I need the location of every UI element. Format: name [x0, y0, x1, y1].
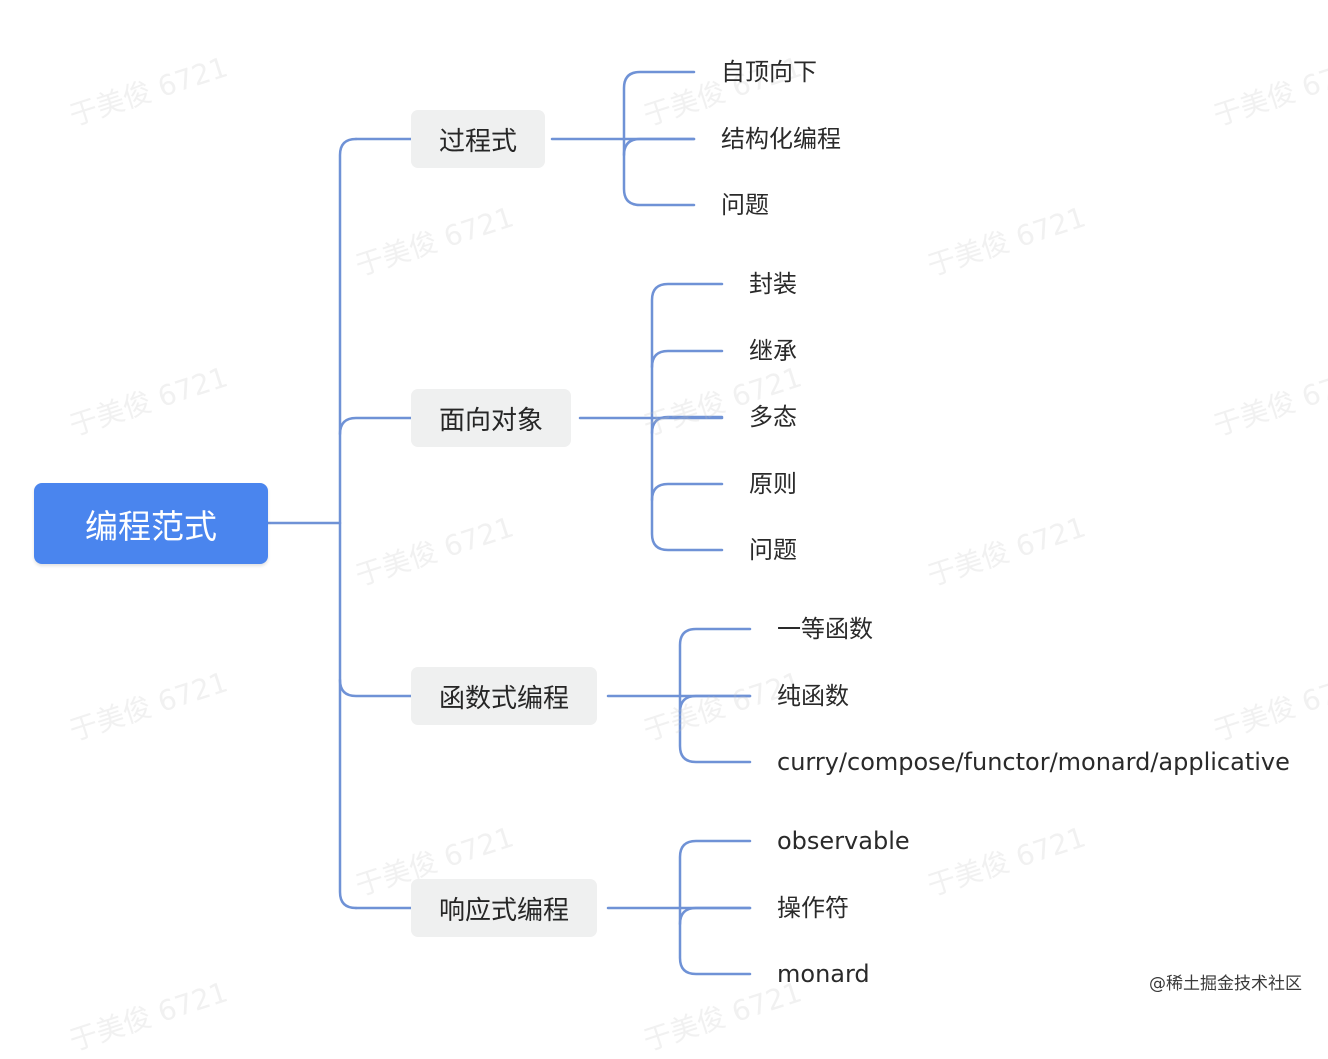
trunk-to-branch-2 — [338, 678, 413, 698]
branch-3-leaf-1-connector — [678, 906, 752, 926]
leaf-pure-functions[interactable]: 纯函数 — [777, 682, 849, 710]
leaf-first-class-functions[interactable]: 一等函数 — [777, 615, 873, 643]
branch-1-leaf-2-connector — [650, 415, 724, 435]
leaf-procedural-problems[interactable]: 问题 — [721, 191, 769, 219]
site-credit: @稀土掘金技术社区 — [1149, 974, 1302, 994]
branch-object-oriented[interactable]: 面向对象 — [411, 389, 572, 447]
branch-reactive[interactable]: 响应式编程 — [411, 879, 598, 937]
branch-1-leaf-3-connector — [650, 482, 724, 502]
leaf-monard[interactable]: monard — [777, 960, 870, 988]
leaf-fp-concepts[interactable]: curry/compose/functor/monard/applicative — [777, 748, 1290, 776]
trunk-line — [338, 137, 358, 910]
trunk-to-branch-1 — [338, 416, 413, 436]
branch-1-leaf-1-connector — [650, 349, 724, 369]
leaf-oo-problems[interactable]: 问题 — [749, 536, 797, 564]
branch-2-bracket — [678, 627, 752, 764]
leaf-observable[interactable]: observable — [777, 827, 910, 855]
branch-1-bracket — [650, 282, 724, 552]
leaf-operators[interactable]: 操作符 — [777, 894, 849, 922]
branch-0-leaf-1-connector — [622, 137, 696, 157]
branch-procedural[interactable]: 过程式 — [411, 110, 546, 168]
root-node[interactable]: 编程范式 — [34, 483, 268, 564]
leaf-inheritance[interactable]: 继承 — [749, 337, 797, 365]
branch-functional[interactable]: 函数式编程 — [411, 667, 598, 725]
connector-lines — [266, 70, 752, 976]
branch-2-leaf-1-connector — [678, 694, 752, 714]
branch-3-bracket — [678, 839, 752, 976]
leaf-principles[interactable]: 原则 — [749, 470, 797, 498]
leaf-structured-programming[interactable]: 结构化编程 — [721, 125, 841, 153]
leaf-encapsulation[interactable]: 封装 — [749, 270, 797, 298]
branch-0-bracket — [622, 70, 696, 207]
leaf-top-down[interactable]: 自顶向下 — [721, 58, 817, 86]
leaf-polymorphism[interactable]: 多态 — [749, 403, 797, 431]
